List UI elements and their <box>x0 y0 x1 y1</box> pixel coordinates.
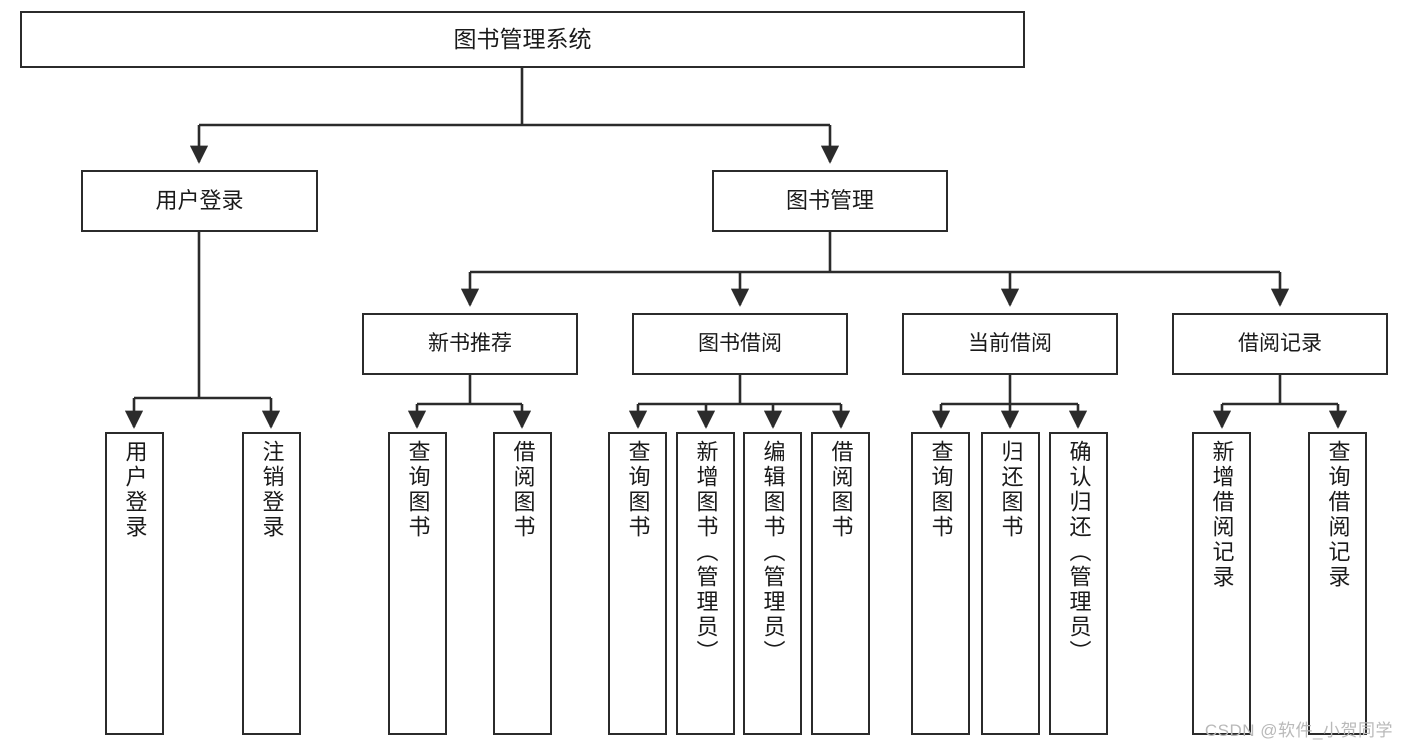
node-user-login[interactable]: 用户登录 <box>81 170 318 232</box>
node-label: 查询借阅记录 <box>1325 440 1351 590</box>
leaf-query-book-borrow[interactable]: 查询图书 <box>608 432 667 735</box>
node-label: 图书管理 <box>785 188 874 214</box>
node-label: 注销登录 <box>259 440 285 540</box>
node-label: 新增图书（管理员） <box>693 440 719 665</box>
leaf-add-book-admin[interactable]: 新增图书（管理员） <box>676 432 735 735</box>
node-new-book-recommend[interactable]: 新书推荐 <box>362 313 578 375</box>
node-label: 借阅图书 <box>828 440 854 540</box>
node-label: 图书借阅 <box>698 331 782 355</box>
node-label: 新书推荐 <box>428 331 512 355</box>
node-borrow-record[interactable]: 借阅记录 <box>1172 313 1388 375</box>
leaf-logout[interactable]: 注销登录 <box>242 432 301 735</box>
node-label: 图书管理系统 <box>453 26 592 53</box>
node-current-borrow[interactable]: 当前借阅 <box>902 313 1118 375</box>
node-label: 当前借阅 <box>968 331 1052 355</box>
node-label: 编辑图书（管理员） <box>760 440 786 665</box>
watermark-text: CSDN @软件_小贺同学 <box>1204 721 1393 740</box>
node-label: 用户登录 <box>122 440 148 540</box>
node-label: 查询图书 <box>928 440 954 540</box>
node-label: 确认归还（管理员） <box>1066 440 1092 665</box>
leaf-edit-book-admin[interactable]: 编辑图书（管理员） <box>743 432 802 735</box>
node-label: 归还图书 <box>998 440 1024 540</box>
node-root-system[interactable]: 图书管理系统 <box>20 11 1025 68</box>
node-book-borrow[interactable]: 图书借阅 <box>632 313 848 375</box>
node-label: 借阅记录 <box>1238 331 1322 355</box>
leaf-borrow-book-recommend[interactable]: 借阅图书 <box>493 432 552 735</box>
leaf-add-borrow-record[interactable]: 新增借阅记录 <box>1192 432 1251 735</box>
leaf-return-book[interactable]: 归还图书 <box>981 432 1040 735</box>
leaf-borrow-book[interactable]: 借阅图书 <box>811 432 870 735</box>
node-label: 用户登录 <box>155 188 244 214</box>
node-book-management[interactable]: 图书管理 <box>712 170 948 232</box>
leaf-confirm-return-admin[interactable]: 确认归还（管理员） <box>1049 432 1108 735</box>
leaf-query-borrow-record[interactable]: 查询借阅记录 <box>1308 432 1367 735</box>
node-label: 借阅图书 <box>510 440 536 540</box>
leaf-user-login[interactable]: 用户登录 <box>105 432 164 735</box>
leaf-query-book-current[interactable]: 查询图书 <box>911 432 970 735</box>
leaf-query-book-recommend[interactable]: 查询图书 <box>388 432 447 735</box>
node-label: 查询图书 <box>625 440 651 540</box>
node-label: 查询图书 <box>405 440 431 540</box>
node-label: 新增借阅记录 <box>1209 440 1235 590</box>
